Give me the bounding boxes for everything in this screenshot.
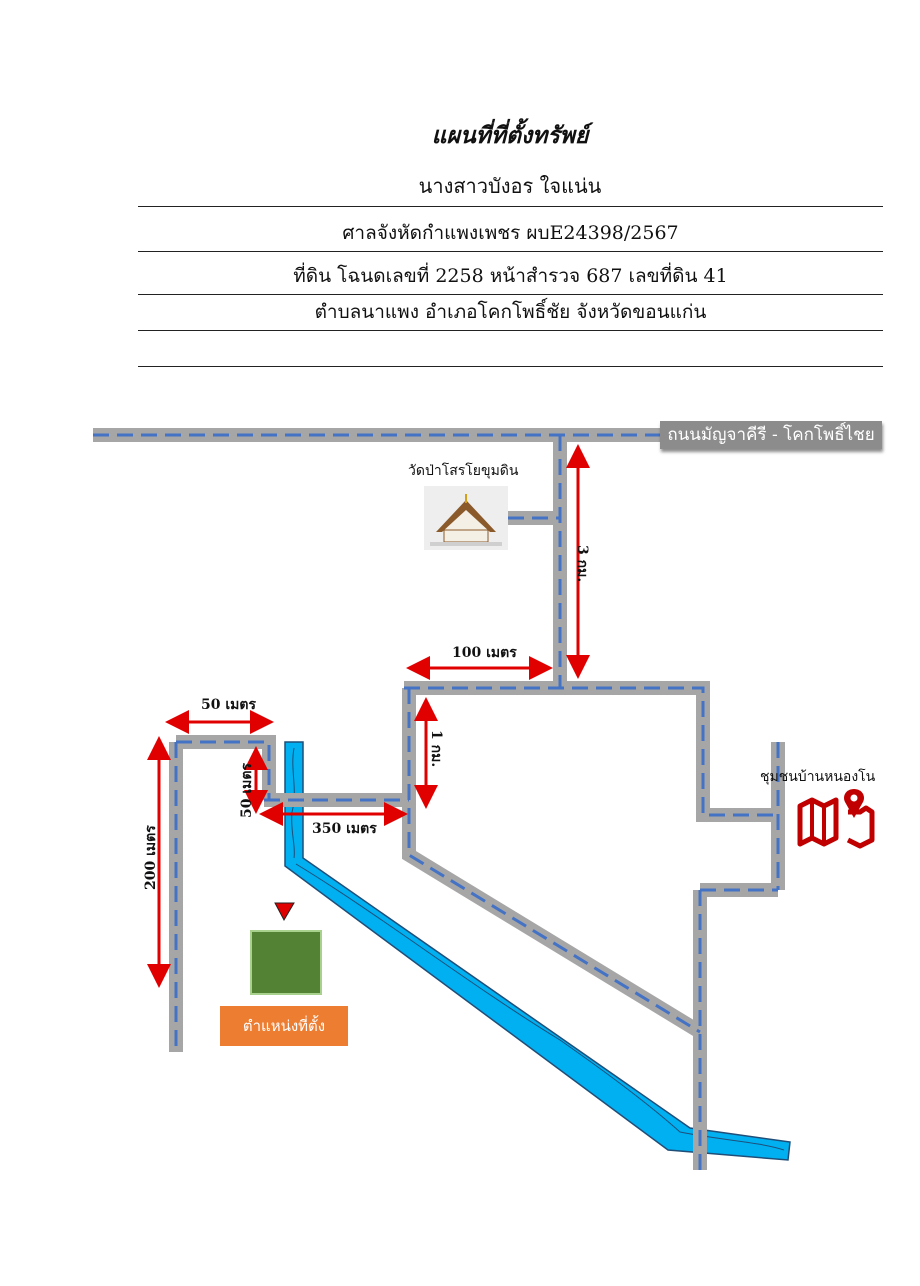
community-label: ชุมชนบ้านหนองโน [760, 769, 876, 785]
divider [138, 206, 883, 207]
divider [138, 330, 883, 331]
distance-350m-label: 350 เมตร [312, 821, 377, 837]
owner-name: นางสาวบังอร ใจแน่น [418, 174, 602, 198]
distance-100m-label: 100 เมตร [452, 645, 517, 661]
divider [138, 366, 883, 367]
court-case-row: ศาลจังหัดกำแพงเพชร ผบE24398/2567 [342, 222, 679, 244]
main-road-label: ถนนมัญจาคีรี - โคกโพธิ์ไชย [660, 421, 882, 449]
location-label: ตำแหน่งที่ตั้ง [220, 1006, 348, 1046]
road-network [93, 428, 785, 1170]
distance-arrows [147, 444, 590, 988]
distance-200m-label: 200 เมตร [143, 825, 159, 890]
address-row: ตำบลนาแพง อำเภอโคกโพธิ์ชัย จังหวัดขอนแก่… [314, 301, 707, 323]
temple-label: วัดป่าโสรโยขุมดิน [408, 463, 519, 479]
deed-row: ที่ดิน โฉนดเลขที่ 2258 หน้าสำรวจ 687 เลข… [293, 265, 728, 287]
divider [138, 251, 883, 252]
distance-1km-label: 1 กม. [428, 730, 444, 768]
page-title: แผนที่ที่ตั้งทรัพย์ [431, 122, 589, 149]
divider [138, 294, 883, 295]
location-pin-icon [274, 902, 295, 922]
distance-3km-label: 3 กม. [574, 545, 590, 583]
distance-50m-top-label: 50 เมตร [201, 697, 256, 713]
temple-image [424, 486, 508, 550]
map-pin-icon [797, 789, 875, 849]
property-plot [250, 930, 322, 995]
distance-50m-side-label: 50 เมตร [239, 763, 255, 818]
